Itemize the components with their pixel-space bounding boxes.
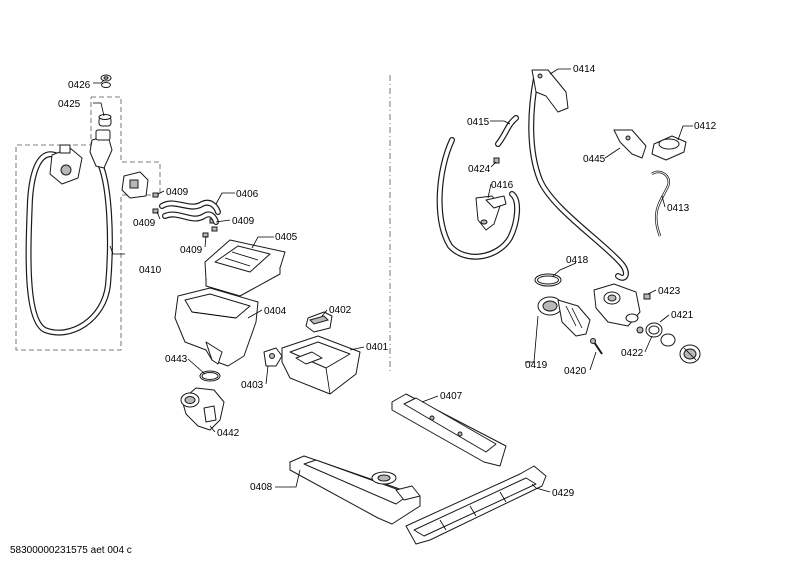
label-0410: 0410 — [139, 265, 162, 276]
label-0402: 0402 — [329, 305, 352, 316]
part-0429-rail[interactable] — [405, 465, 547, 545]
label-0416: 0416 — [491, 180, 514, 191]
part-0414-hose[interactable] — [528, 69, 629, 281]
part-0418-clamp[interactable] — [534, 273, 562, 287]
label-0426: 0426 — [68, 80, 91, 91]
part-0415-hose-piece[interactable] — [495, 115, 519, 147]
label-0405: 0405 — [275, 232, 298, 243]
leader-lines — [93, 68, 693, 493]
part-0404-dispenser-housing[interactable] — [174, 287, 259, 367]
label-0418: 0418 — [566, 255, 589, 266]
label-0413: 0413 — [667, 203, 690, 214]
label-0409-a: 0409 — [166, 187, 189, 198]
label-0420: 0420 — [564, 366, 587, 377]
label-0409-c: 0409 — [232, 216, 255, 227]
label-0414: 0414 — [573, 64, 596, 75]
label-0409-b: 0409 — [133, 218, 156, 229]
label-0422: 0422 — [621, 348, 644, 359]
part-0407-rail[interactable] — [391, 393, 507, 467]
label-0429: 0429 — [552, 488, 575, 499]
part-0422-seal[interactable] — [636, 322, 663, 338]
part-drain-hose-loop[interactable] — [436, 137, 520, 260]
part-0445-bracket[interactable] — [613, 129, 647, 159]
part-valve-block[interactable] — [121, 171, 149, 199]
label-0423: 0423 — [658, 286, 681, 297]
label-0415: 0415 — [467, 117, 490, 128]
part-0408-base-rail[interactable] — [289, 455, 421, 525]
part-0401-detergent-drawer[interactable] — [281, 335, 361, 395]
part-0424-clip[interactable] — [493, 157, 500, 164]
label-0403: 0403 — [241, 380, 264, 391]
inlet-group-outline — [15, 96, 161, 351]
part-0413-tube[interactable] — [651, 170, 671, 237]
part-0419-pump-bellows[interactable] — [537, 296, 591, 337]
label-0443: 0443 — [165, 354, 188, 365]
label-0424: 0424 — [468, 164, 491, 175]
label-0408: 0408 — [250, 482, 273, 493]
part-0412-pressure-switch[interactable] — [651, 135, 687, 161]
part-labels: 0426 0425 0410 0409 0409 0409 0409 0406 … — [58, 64, 717, 499]
label-0412: 0412 — [694, 121, 717, 132]
drawing-number: 58300000231575 aet 004 c — [10, 545, 132, 556]
label-0404: 0404 — [264, 306, 287, 317]
label-0407: 0407 — [440, 391, 463, 402]
label-0421: 0421 — [671, 310, 694, 321]
label-0419: 0419 — [525, 360, 548, 371]
part-0406-hoses[interactable] — [159, 199, 221, 225]
part-0403-siphon-cap[interactable] — [263, 347, 283, 367]
part-0405-dispenser-cover[interactable] — [204, 239, 286, 297]
part-0425-cap[interactable] — [98, 114, 112, 127]
part-0402-handle[interactable] — [305, 311, 333, 333]
label-0409-d: 0409 — [180, 245, 203, 256]
part-0416-connector[interactable] — [475, 195, 507, 231]
label-0425: 0425 — [58, 99, 81, 110]
label-0445: 0445 — [583, 154, 606, 165]
part-0426-nut[interactable] — [100, 74, 112, 88]
label-0401: 0401 — [366, 342, 389, 353]
label-0406: 0406 — [236, 189, 259, 200]
part-0423-drain-pump[interactable] — [593, 283, 651, 327]
part-0420-screw[interactable] — [590, 338, 603, 355]
label-0442: 0442 — [217, 428, 240, 439]
part-0410-inlet-hose[interactable] — [25, 129, 113, 336]
part-0421-filter[interactable] — [660, 333, 701, 364]
part-0442-bellows[interactable] — [180, 387, 225, 431]
